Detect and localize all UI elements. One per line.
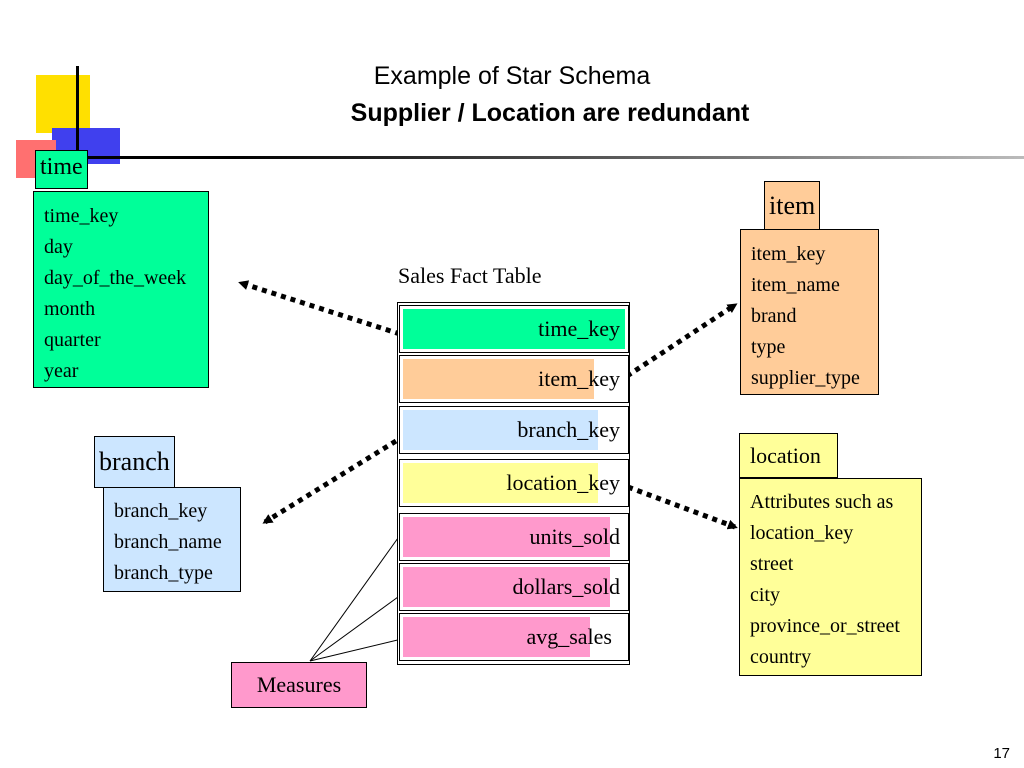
attribute: branch_name [114, 531, 222, 553]
attribute: month [44, 298, 96, 320]
attribute: country [750, 646, 812, 668]
decor-vertical-line [76, 66, 79, 188]
decor-horizontal-line [36, 156, 1024, 159]
row-fill [403, 309, 625, 349]
attribute: city [750, 584, 780, 606]
slide-subtitle: Supplier / Location are redundant [350, 99, 750, 127]
fact-row-label: branch_key [517, 417, 620, 442]
fact-row-label: avg_sales [526, 624, 612, 649]
attribute: supplier_type [751, 367, 860, 389]
measure-line-avg [309, 636, 411, 662]
attribute: branch_type [114, 562, 213, 584]
attribute: brand [751, 305, 797, 327]
attribute: time_key [44, 205, 119, 227]
fact-row-label: dollars_sold [512, 574, 620, 599]
attribute: branch_key [114, 500, 208, 522]
arrow-time [238, 280, 401, 337]
attribute: street [750, 553, 794, 575]
slide-title: Example of Star Schema [373, 62, 651, 90]
attribute: day_of_the_week [44, 267, 187, 289]
item-dimension-attributes: item_key item_name brand type supplier_t… [740, 229, 879, 395]
fact-row-branch-key: branch_key [399, 406, 629, 454]
row-fill [403, 463, 598, 503]
fact-row-label: item_key [538, 366, 620, 391]
attribute: Attributes such as [750, 491, 894, 513]
fact-row-time-key: time_key [399, 305, 629, 353]
branch-dimension-attributes: branch_key branch_name branch_type [103, 487, 241, 592]
row-fill [403, 567, 610, 607]
fact-row-label: units_sold [529, 524, 620, 549]
fact-row-item-key: item_key [399, 355, 629, 403]
location-dimension-label: location [739, 433, 838, 478]
attribute: type [751, 336, 786, 358]
fact-row-label: time_key [538, 316, 620, 341]
attribute: day [44, 236, 73, 258]
measure-line-units [309, 537, 399, 662]
attribute: item_name [751, 274, 840, 296]
row-fill [403, 410, 598, 450]
attribute: quarter [44, 329, 101, 351]
row-fill [403, 617, 590, 657]
attribute: item_key [751, 243, 826, 265]
fact-row-avg-sales: avg_sales [399, 613, 629, 661]
row-fill [403, 517, 610, 557]
attribute: location_key [750, 522, 854, 544]
measure-line-dollars [309, 596, 399, 662]
arrow-location [627, 484, 738, 530]
decor-yellow-square [36, 75, 90, 133]
fact-row-units-sold: units_sold [399, 513, 629, 561]
measures-label: Measures [231, 662, 367, 708]
time-dimension-label: time [35, 150, 88, 189]
attribute: province_or_street [750, 615, 900, 637]
fact-row-dollars-sold: dollars_sold [399, 563, 629, 611]
location-dimension-attributes: Attributes such as location_key street c… [739, 478, 922, 676]
arrow-item [625, 302, 738, 379]
attribute: year [44, 360, 79, 382]
page-number: 17 [993, 745, 1010, 762]
fact-row-label: location_key [506, 470, 620, 495]
fact-table-title: Sales Fact Table [398, 263, 542, 288]
time-dimension-attributes: time_key day day_of_the_week month quart… [33, 191, 209, 388]
row-fill [403, 359, 594, 399]
branch-dimension-label: branch [94, 436, 175, 488]
fact-row-location-key: location_key [399, 459, 629, 507]
item-dimension-label: item [764, 181, 821, 230]
arrow-branch [262, 438, 398, 525]
